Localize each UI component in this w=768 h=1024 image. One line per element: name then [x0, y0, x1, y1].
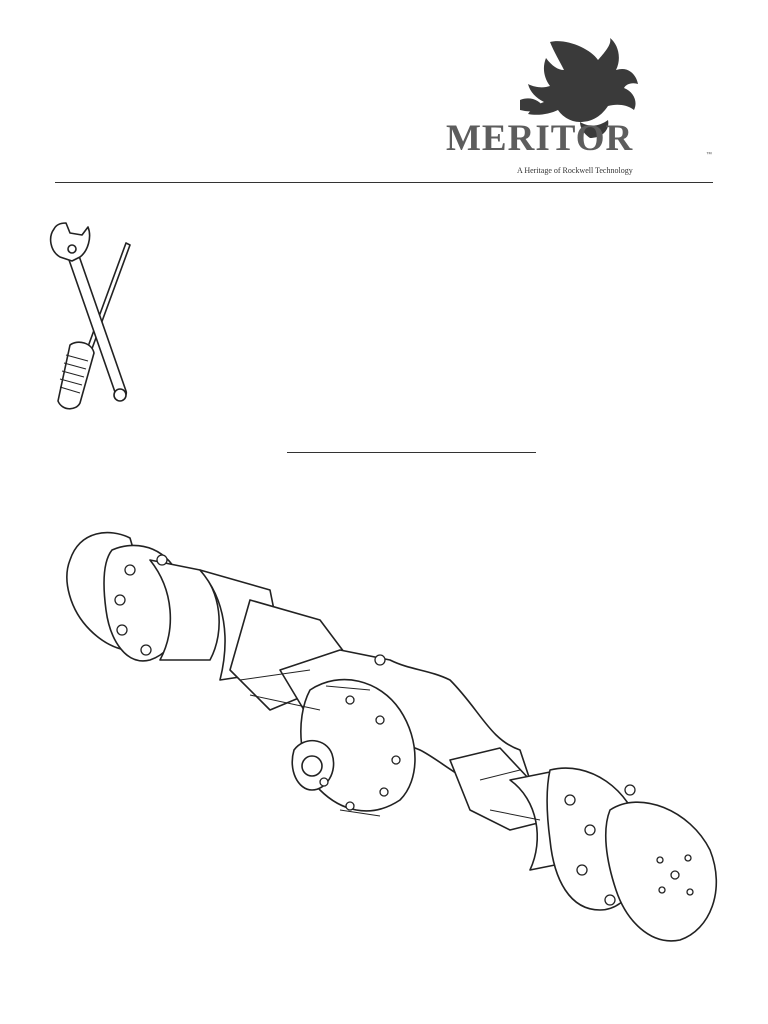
trademark-symbol: ™: [706, 152, 712, 158]
bull-logo-icon: [520, 38, 638, 138]
brand-wordmark: MERITOR: [446, 118, 634, 159]
header-divider: [55, 182, 713, 183]
drive-axle-illustration: [66, 531, 718, 942]
title-underline: [287, 452, 536, 453]
brand-tagline: A Heritage of Rockwell Technology: [517, 166, 633, 175]
wrench-screwdriver-icon: [49, 222, 131, 410]
